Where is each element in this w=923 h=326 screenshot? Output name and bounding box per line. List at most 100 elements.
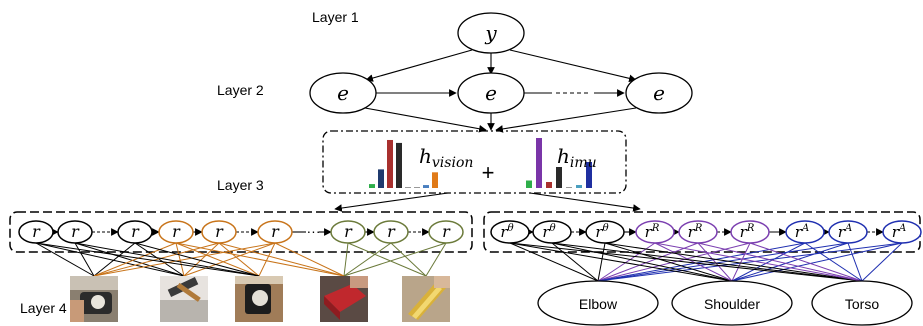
image-to-r-edge bbox=[218, 242, 345, 277]
body-to-r-edge bbox=[804, 242, 863, 282]
image-to-r-edge bbox=[93, 242, 136, 277]
r-node: r bbox=[57, 220, 93, 244]
body-to-r-edge bbox=[551, 242, 863, 282]
imu-r-node-label: rθ bbox=[542, 223, 555, 241]
imu-r-node: rA bbox=[828, 220, 868, 244]
body-to-r-edge bbox=[697, 242, 863, 282]
histogram-box bbox=[322, 130, 627, 194]
image-hammer bbox=[160, 276, 208, 322]
image-red-box bbox=[320, 276, 368, 322]
edges-h-to-r bbox=[334, 192, 641, 212]
vision-histogram-bar bbox=[369, 184, 375, 188]
node-y: y bbox=[457, 12, 525, 54]
body-to-r-edge bbox=[604, 242, 733, 282]
layer4-edges bbox=[35, 242, 447, 277]
body-to-r-edge bbox=[731, 242, 806, 282]
body-to-r-edge bbox=[509, 242, 733, 282]
imu-r-node-label: rA bbox=[795, 223, 809, 241]
body-to-r-edge bbox=[654, 242, 733, 282]
image-to-r-edge bbox=[74, 242, 260, 277]
body-part-shoulder-label: Shoulder bbox=[704, 296, 760, 312]
r-node-label: r bbox=[32, 222, 41, 241]
imu-r-node: rA bbox=[882, 220, 922, 244]
r-node: r bbox=[117, 220, 153, 244]
imu-r-node: rR bbox=[678, 220, 718, 244]
image-to-r-edge bbox=[347, 242, 427, 277]
imu-histogram-bar bbox=[526, 180, 532, 188]
image-to-r-edge bbox=[35, 242, 185, 277]
vision-layer-box bbox=[9, 211, 473, 253]
image-gold-box bbox=[402, 276, 450, 322]
r-node-label: r bbox=[271, 222, 280, 241]
r-node: r bbox=[158, 220, 194, 244]
body-part-elbow: Elbow bbox=[537, 280, 659, 326]
body-to-r-edge bbox=[847, 242, 863, 282]
edges-y-to-e bbox=[365, 49, 637, 83]
imu-r-node: rθ bbox=[532, 220, 572, 244]
body-part-torso: Torso bbox=[811, 280, 913, 326]
layer4-label: Layer 4 bbox=[20, 300, 67, 316]
r-node-label: r bbox=[344, 222, 353, 241]
vision-histogram-bar bbox=[423, 185, 429, 188]
imu-r-node-label: rA bbox=[838, 223, 852, 241]
r-node-label: r bbox=[387, 222, 396, 241]
histogram-vision bbox=[369, 139, 438, 188]
body-to-r-edge bbox=[551, 242, 599, 282]
image-to-r-edge bbox=[35, 242, 260, 277]
image-to-r-edge bbox=[218, 242, 260, 277]
r-chain-ellipsis: ··· bbox=[307, 223, 321, 239]
imu-histogram-bar bbox=[556, 167, 562, 188]
imu-histogram-bar bbox=[566, 187, 572, 188]
edges-e-to-h bbox=[364, 107, 637, 133]
body-part-torso-label: Torso bbox=[845, 296, 879, 312]
image-to-r-edge bbox=[183, 242, 220, 277]
body-to-r-edge bbox=[597, 242, 806, 282]
node-e-2-label: e bbox=[485, 81, 497, 105]
image-to-r-edge bbox=[134, 242, 185, 277]
body-to-r-edge bbox=[749, 242, 863, 282]
image-to-r-edge bbox=[258, 242, 276, 277]
imu-histogram-bar bbox=[546, 182, 552, 188]
imu-r-node-label: rA bbox=[892, 223, 906, 241]
node-e-1-label: e bbox=[337, 81, 349, 105]
body-to-r-edge bbox=[509, 242, 599, 282]
vision-histogram-bar bbox=[432, 172, 438, 188]
image-to-r-edge bbox=[183, 242, 276, 277]
imu-r-node-label: rθ bbox=[500, 223, 513, 241]
body-to-r-edge bbox=[654, 242, 863, 282]
body-to-r-edge bbox=[597, 242, 699, 282]
node-e-3-label: e bbox=[653, 81, 665, 105]
image-to-r-edge bbox=[134, 242, 260, 277]
image-to-r-edge bbox=[343, 242, 392, 277]
body-to-r-edge bbox=[731, 242, 751, 282]
h-vision-label: hvision bbox=[419, 144, 473, 171]
r-node: r bbox=[201, 220, 237, 244]
vision-histogram-bar bbox=[414, 187, 420, 188]
image-to-r-edge bbox=[274, 242, 345, 277]
image-to-r-edge bbox=[175, 242, 185, 277]
image-to-r-edge bbox=[343, 242, 447, 277]
node-e-1: e bbox=[309, 72, 377, 114]
body-part-edges bbox=[509, 242, 903, 282]
body-part-shoulder: Shoulder bbox=[671, 280, 793, 326]
image-to-r-edge bbox=[35, 242, 95, 277]
r-node: r bbox=[18, 220, 54, 244]
image-to-r-edge bbox=[175, 242, 345, 277]
r-node: r bbox=[257, 220, 293, 244]
image-wristband-1 bbox=[70, 276, 118, 322]
vision-histogram-bar bbox=[405, 187, 411, 188]
r-node-label: r bbox=[172, 222, 181, 241]
body-part-elbow-label: Elbow bbox=[579, 296, 618, 312]
imu-histogram-bar bbox=[586, 162, 592, 188]
r-node: r bbox=[330, 220, 366, 244]
body-to-r-edge bbox=[697, 242, 733, 282]
image-to-r-edge bbox=[343, 242, 349, 277]
body-to-r-edge bbox=[509, 242, 863, 282]
r-node: r bbox=[428, 220, 464, 244]
imu-r-node: rA bbox=[785, 220, 825, 244]
image-to-r-edge bbox=[175, 242, 260, 277]
vision-histogram-bar bbox=[387, 139, 393, 188]
